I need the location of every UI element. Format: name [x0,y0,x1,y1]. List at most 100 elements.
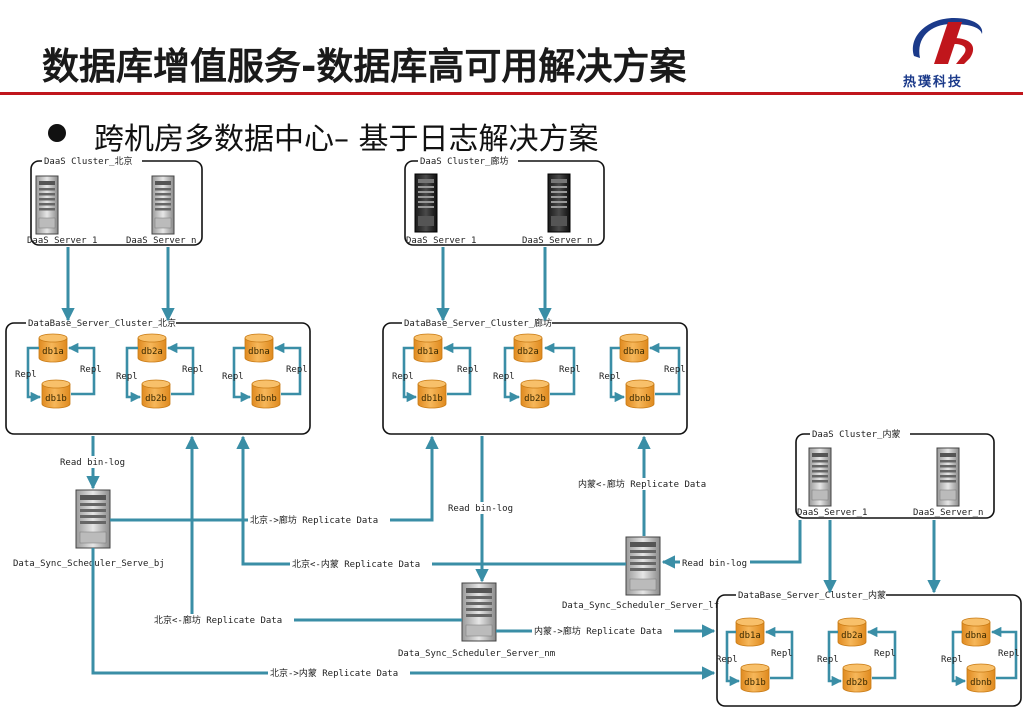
replication-pair-n: dbna dbnb Repl Repl [222,333,308,409]
arrow-bj-to-nm [91,548,716,680]
daas-cluster-neimeng: DaaS Cluster_内蒙 DaaS_Server_1 DaaS_Serve… [795,428,995,519]
slide-title: 数据库增值服务-数据库高可用解决方案 [42,45,687,88]
server-icon [151,175,175,235]
db-label: db1a [417,347,439,357]
db-cluster-label: DataBase_Server_Cluster_内蒙 [738,589,886,601]
replication-pair-1: db1a db1b Repl Repl [15,333,102,409]
db-label: db1b [421,394,443,404]
repl-label: Repl [817,655,839,665]
arrows [61,247,941,680]
repl-label: Repl [222,372,244,382]
arrow-lf-to-bj [185,435,462,622]
daas-cluster-label: DaaS Cluster_北京 [44,155,132,167]
server-label: DaaS_Server_1 [406,236,476,246]
edge-label-nm-to-lf: 内蒙->廊坊 Replicate Data [534,625,662,637]
repl-label: Repl [599,372,621,382]
scheduler-langfang: Data_Sync_Scheduler_Server_lf [562,536,719,611]
repl-label: Repl [998,649,1020,659]
db-cluster-beijing: DataBase_Server_Cluster_北京 db1a db1b Rep… [5,317,311,435]
replication-pair-n: dbna dbnb Repl Repl [599,333,686,409]
db-label: dbna [248,347,270,357]
repl-label: Repl [664,365,686,375]
scheduler-label: Data_Sync_Scheduler_Server_lf [562,601,719,611]
server-icon [461,582,497,642]
db-label: dbna [965,631,987,641]
scheduler-label: Data_Sync_Scheduler_Serve_bj [13,559,165,569]
db-label: db1b [45,394,67,404]
repl-label: Repl [15,370,37,380]
edge-label-bj-to-lf: 北京->廊坊 Replicate Data [250,514,378,526]
daas-cluster-label: DaaS Cluster_内蒙 [812,428,900,440]
db-label: db2b [524,394,546,404]
replication-pair-2: db2a db2b Repl Repl [817,617,897,693]
repl-label: Repl [941,655,963,665]
edge-label-read-binlog: Read bin-log [682,559,747,569]
logo-mark [912,18,983,64]
db-label: db1a [42,347,64,357]
db-label: db2a [141,347,163,357]
repl-label: Repl [116,372,138,382]
db-label: db2a [841,631,863,641]
server-icon [547,173,571,233]
server-icon [35,175,59,235]
db-cluster-label: DataBase_Server_Cluster_廊坊 [404,317,552,329]
daas-cluster-langfang: DaaS Cluster_廊坊 DaaS_Server_1 DaaS_Serve… [404,155,605,246]
daas-cluster-beijing: DaaS Cluster_北京 DaaS_Server_1 DaaS_Serve… [27,155,203,246]
db-label: db2a [517,347,539,357]
db-cluster-neimeng: DataBase_Server_Cluster_内蒙 db1a db1b Rep… [716,589,1022,707]
server-label: DaaS_Server_n [913,508,983,518]
arrow-read-binlog-nm [661,520,802,569]
db-label: dbnb [970,678,992,688]
db-label: dbnb [255,394,277,404]
server-icon [414,173,438,233]
server-label: DaaS_Server_n [126,236,196,246]
replication-pair-2: db2a db2b Repl Repl [493,333,581,409]
repl-label: Repl [182,365,204,375]
repl-label: Repl [771,649,793,659]
repl-label: Repl [286,365,308,375]
db-cluster-langfang: DataBase_Server_Cluster_廊坊 db1a db1b Rep… [382,317,688,435]
edge-label-read-binlog: Read bin-log [60,458,125,468]
edge-label-nm-to-bj: 北京<-内蒙 Replicate Data [292,558,420,570]
replication-pair-n: dbna dbnb Repl Repl [941,617,1020,693]
repl-label: Repl [80,365,102,375]
replication-pair-1: db1a db1b Repl Repl [392,333,479,409]
server-label: DaaS_Server_n [522,236,592,246]
db-label: db1b [744,678,766,688]
server-icon [936,447,960,507]
server-icon [75,489,111,549]
edge-label-lf-to-nm: 内蒙<-廊坊 Replicate Data [578,478,706,490]
edge-label-lf-to-bj: 北京<-廊坊 Replicate Data [154,614,282,626]
scheduler-neimeng: Data_Sync_Scheduler_Server_nm [398,582,555,659]
db-label: db1a [739,631,761,641]
db-label: dbnb [629,394,651,404]
scheduler-label: Data_Sync_Scheduler_Server_nm [398,649,555,659]
replication-pair-1: db1a db1b Repl Repl [716,617,794,693]
db-label: db2b [145,394,167,404]
arrow-nm-to-bj [236,435,626,566]
repl-label: Repl [457,365,479,375]
db-label: dbna [623,347,645,357]
arrow-bj-to-lf [110,435,439,522]
server-icon [625,536,661,596]
edge-label-bj-to-nm: 北京->内蒙 Replicate Data [270,667,398,679]
title-underline [0,92,1023,95]
repl-label: Repl [716,655,738,665]
repl-label: Repl [493,372,515,382]
edge-labels: Read bin-log Read bin-log Read bin-log 北… [58,456,750,679]
repl-label: Repl [874,649,896,659]
server-label: DaaS_Server_1 [27,236,97,246]
bullet-text: 跨机房多数据中心– 基于日志解决方案 [94,122,599,157]
edge-label-read-binlog: Read bin-log [448,504,513,514]
server-icon [808,447,832,507]
db-cluster-label: DataBase_Server_Cluster_北京 [28,317,176,329]
replication-pair-2: db2a db2b Repl Repl [116,333,204,409]
logo-text: 热璞科技 [903,75,964,90]
repl-label: Repl [559,365,581,375]
db-label: db2b [846,678,868,688]
bullet-dot [48,124,66,142]
scheduler-beijing: Data_Sync_Scheduler_Serve_bj [13,489,165,569]
repl-label: Repl [392,372,414,382]
daas-cluster-label: DaaS Cluster_廊坊 [420,155,508,167]
